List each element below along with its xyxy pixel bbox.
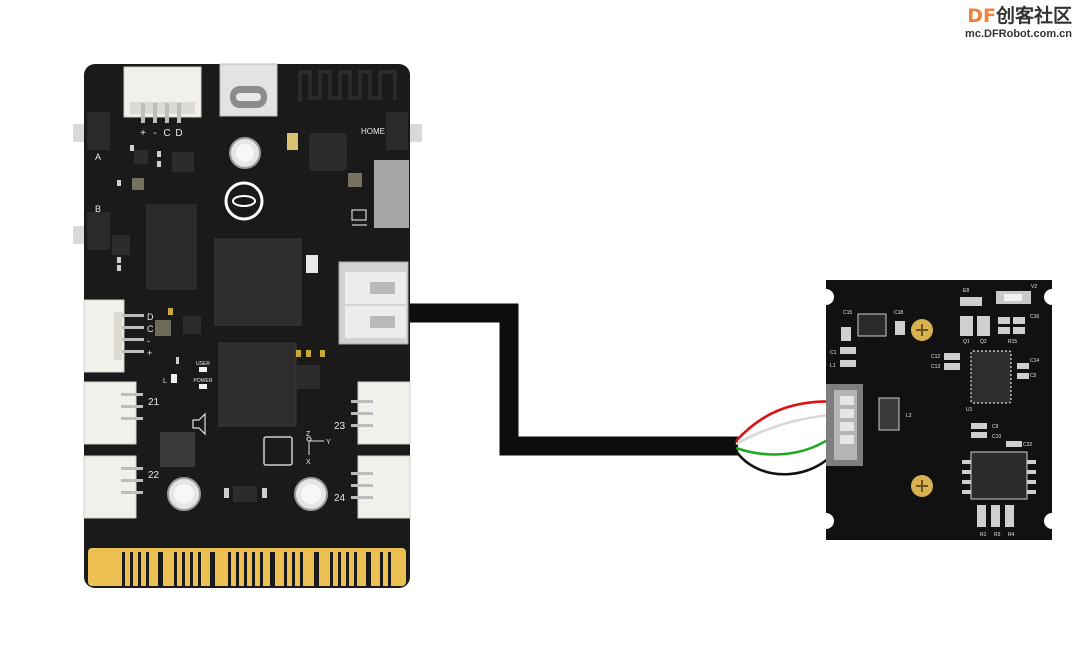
- label-c14: C14: [1030, 358, 1039, 364]
- connector-24: [351, 455, 411, 519]
- led-power: [199, 384, 207, 389]
- axis-y: Y: [326, 439, 331, 446]
- label-button-b: B: [95, 204, 101, 214]
- button-a[interactable]: [73, 124, 87, 142]
- axis-x: X: [306, 459, 311, 466]
- label-button-a: A: [95, 152, 101, 162]
- label-r1: R1: [980, 532, 987, 538]
- inductor-l2: [878, 397, 900, 431]
- edge-connector-slots: [122, 552, 391, 588]
- label-c9: C9: [992, 424, 999, 430]
- label-q2: Q2: [980, 339, 987, 345]
- left-pin-d: D: [147, 312, 154, 322]
- sensor-chip: [263, 436, 293, 466]
- left-pin-c: C: [147, 324, 154, 334]
- label-led-user: USER: [196, 361, 210, 367]
- label-q1: Q1: [963, 339, 970, 345]
- watermark-brand: DF: [967, 5, 996, 27]
- label-button-home: HOME: [361, 127, 385, 136]
- watermark-url: mc.DFRobot.com.cn: [965, 28, 1072, 40]
- led-l: [171, 374, 177, 383]
- microsd-slot: [374, 160, 409, 228]
- port-label-24: 24: [334, 493, 346, 504]
- label-l1: L1: [830, 363, 836, 369]
- port-label-23: 23: [334, 421, 346, 432]
- label-e8: E8: [963, 288, 969, 294]
- cable: [404, 303, 846, 476]
- label-u1: U1: [966, 407, 973, 413]
- button-home[interactable]: [408, 124, 422, 142]
- memory-chip: [218, 342, 297, 427]
- chip-square-top: [309, 133, 347, 171]
- port-label-22: 22: [148, 470, 160, 481]
- axis-z: Z: [306, 431, 311, 438]
- sensor-module: E8 V2 C15 C18 C16 C1 L1 C12 C13 Q1 Q2 R1…: [818, 280, 1060, 540]
- label-c12: C12: [931, 354, 940, 360]
- label-c16: C16: [1030, 314, 1039, 320]
- speaker-icon: [192, 412, 206, 436]
- left-connector: [83, 299, 144, 373]
- board-logo: [224, 181, 264, 221]
- top-pin-plus: +: [140, 128, 146, 139]
- label-led-power: POWER: [194, 378, 213, 384]
- button-b[interactable]: [73, 226, 87, 244]
- ic-soic: [970, 451, 1028, 500]
- label-c5: C5: [1030, 373, 1037, 379]
- controller-board: + - C D A B HOME: [73, 63, 422, 588]
- watermark: DF创客社区 mc.DFRobot.com.cn: [965, 4, 1072, 41]
- top-4pin-connector: [123, 66, 202, 123]
- sensor-4pin-connector: [826, 384, 863, 466]
- label-led-l: L: [163, 378, 167, 385]
- main-processor: [214, 238, 302, 326]
- usb-c-port[interactable]: [219, 63, 278, 117]
- left-pin-plus: +: [147, 348, 152, 358]
- buzzer: [160, 432, 195, 467]
- top-pin-d: D: [175, 128, 182, 139]
- axis-indicator: [306, 436, 324, 455]
- ic-qfn: [970, 350, 1012, 404]
- watermark-brand-cn: 创客社区: [995, 5, 1072, 27]
- antenna-trace: [298, 70, 397, 102]
- label-c32: C32: [1023, 442, 1032, 448]
- port-label-21: 21: [148, 397, 160, 408]
- label-c15: C15: [843, 310, 852, 316]
- top-pin-c: C: [163, 128, 170, 139]
- label-r15: R15: [1008, 339, 1017, 345]
- connector-23: [351, 381, 411, 445]
- label-l2: L2: [906, 413, 912, 419]
- label-r4: R4: [1008, 532, 1015, 538]
- connector-21: [83, 381, 143, 445]
- side-usb-port[interactable]: [338, 261, 409, 345]
- label-r3: R3: [994, 532, 1001, 538]
- label-v2: V2: [1031, 284, 1037, 290]
- label-c10: C10: [992, 434, 1001, 440]
- led-user: [199, 367, 207, 372]
- label-c1: C1: [830, 350, 837, 356]
- watermark-title: DF创客社区: [965, 4, 1072, 28]
- label-c18: C18: [894, 310, 903, 316]
- label-c13: C13: [931, 364, 940, 370]
- sensor-silkscreen: E8 V2 C15 C18 C16 C1 L1 C12 C13 Q1 Q2 R1…: [830, 284, 1039, 538]
- left-pin-minus: -: [147, 336, 150, 346]
- connector-22: [83, 455, 143, 519]
- top-pin-minus: -: [153, 128, 156, 139]
- chip-left-tall: [146, 204, 197, 290]
